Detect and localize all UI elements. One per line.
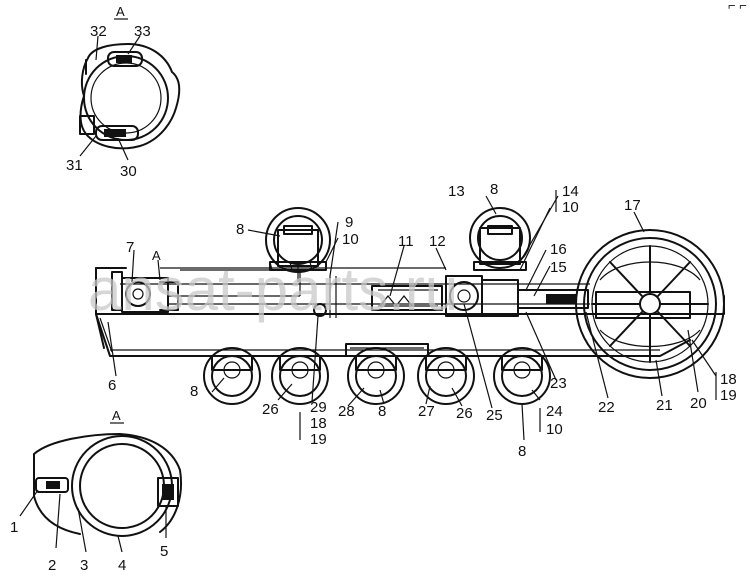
detail-view-a-bottom: А: [19, 408, 182, 553]
callout-16: 16: [550, 241, 567, 258]
callout-15: 15: [550, 259, 567, 276]
callout-13: 13: [448, 183, 465, 200]
carrier-roller-right: [469, 207, 531, 271]
callout-6: 6: [108, 377, 116, 394]
track-roller-1: [203, 347, 261, 405]
callout-11: 11: [398, 233, 414, 250]
callout-1: 1: [10, 519, 18, 536]
callout-33: 33: [134, 23, 151, 40]
callout-18-lower: 18: [310, 415, 327, 432]
callout-19-right: 19: [720, 387, 737, 404]
callout-27: 27: [418, 403, 435, 420]
callout-8-carrier-right: 8: [490, 181, 498, 198]
callout-21: 21: [656, 397, 673, 414]
callout-8-roller-3: 8: [378, 403, 386, 420]
callout-2: 2: [48, 557, 56, 574]
callout-17: 17: [624, 197, 641, 214]
callout-10-right: 10: [562, 199, 579, 216]
callout-5: 5: [160, 543, 168, 560]
callout-4: 4: [118, 557, 126, 574]
view-label-a-main: А: [152, 248, 161, 263]
track-guard: [345, 343, 429, 357]
callout-labels: 32 33 31 30 8 9 10 7 А 11 12 13 8 14 10 …: [10, 0, 747, 574]
callout-22: 22: [598, 399, 615, 416]
track-roller-5: [493, 347, 551, 405]
track-roller-4: [417, 347, 475, 405]
callout-23: 23: [550, 375, 567, 392]
callout-8-roller-5: 8: [518, 443, 526, 460]
callout-14: 14: [562, 183, 579, 200]
callout-20: 20: [690, 395, 707, 412]
callout-32: 32: [90, 23, 107, 40]
view-label-a-bottom: А: [112, 408, 121, 423]
drive-sprocket: [575, 229, 725, 379]
track-roller-3: [347, 347, 405, 405]
callout-3: 3: [80, 557, 88, 574]
callout-30: 30: [120, 163, 137, 180]
view-label-a-top: А: [116, 4, 125, 19]
callout-19-lower: 19: [310, 431, 327, 448]
corner-mark: ⌐ ⌐: [728, 0, 747, 13]
detail-view-a-top: А: [79, 4, 181, 161]
track-roller-2: [271, 347, 329, 405]
callout-24: 24: [546, 403, 563, 420]
callout-10-lower: 10: [546, 421, 563, 438]
leader-lines: [107, 190, 717, 441]
callout-7: 7: [126, 239, 134, 256]
callout-28: 28: [338, 403, 355, 420]
carrier-roller-left: [265, 207, 331, 282]
callout-12: 12: [429, 233, 446, 250]
callout-18-right: 18: [720, 371, 737, 388]
callout-9: 9: [345, 214, 353, 231]
watermark: ansat-parts.ru: [88, 256, 458, 323]
callout-8-carrier-left: 8: [236, 221, 244, 238]
callout-8-roller-1: 8: [190, 383, 198, 400]
callout-26-left: 26: [262, 401, 279, 418]
callout-31: 31: [66, 157, 83, 174]
callout-10-upper: 10: [342, 231, 359, 248]
callout-26-right: 26: [456, 405, 473, 422]
callout-25: 25: [486, 407, 503, 424]
callout-29: 29: [310, 399, 327, 416]
